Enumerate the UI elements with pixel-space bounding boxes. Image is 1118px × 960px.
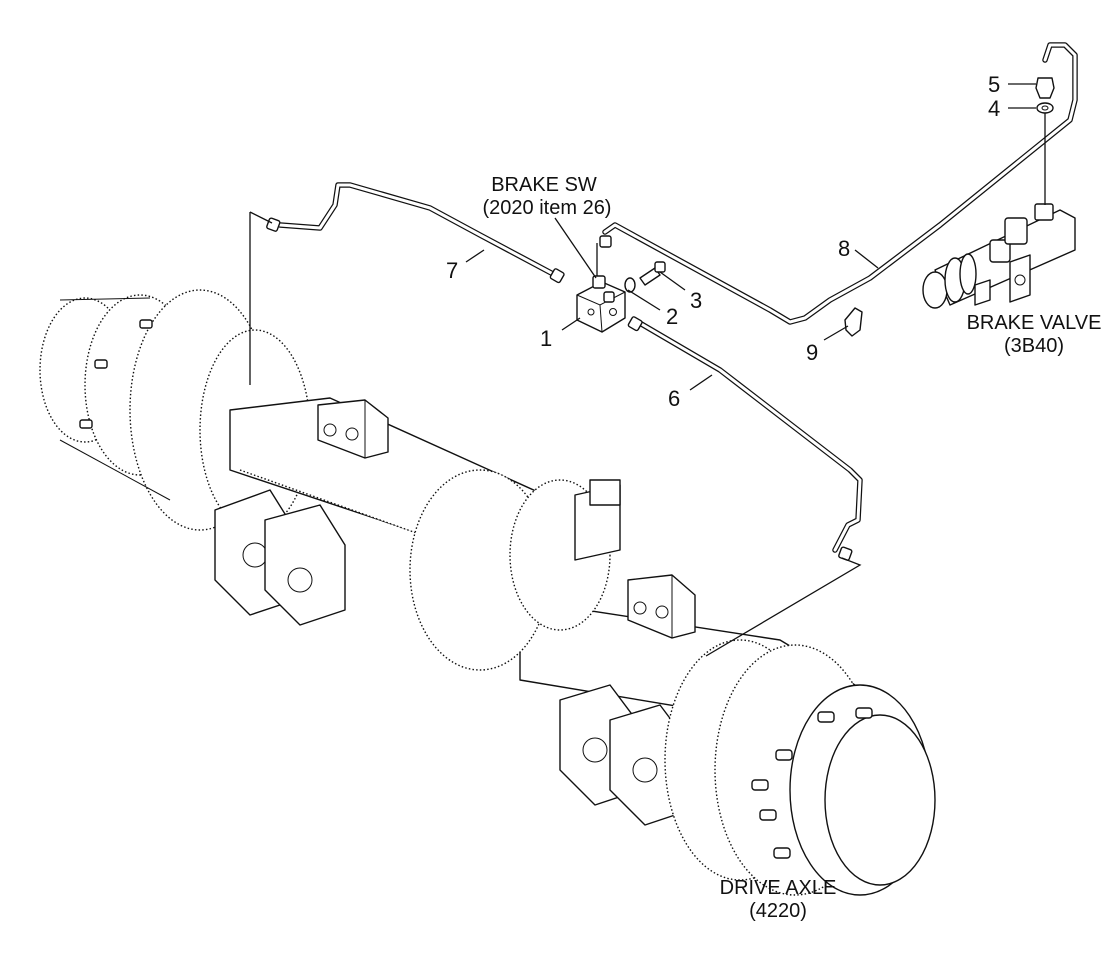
- item-number-8: 8: [838, 236, 850, 261]
- item-number-1: 1: [540, 326, 552, 351]
- drive-axle-drawing: [39, 289, 936, 896]
- brake-switch-title: BRAKE SW: [491, 174, 597, 196]
- brake-valve-reference: (3B40): [1004, 335, 1064, 357]
- brake-pipe-6: [635, 319, 863, 553]
- pipe-fittings: [266, 77, 1055, 561]
- item-number-2: 2: [666, 304, 678, 329]
- drive-axle-reference: (4220): [749, 900, 807, 922]
- item-number-3: 3: [690, 288, 702, 313]
- item-number-9: 9: [806, 340, 818, 365]
- item-number-7: 7: [446, 258, 458, 283]
- brake-valve-drawing: [922, 203, 1076, 309]
- leader-lines: [249, 83, 1046, 657]
- brake-valve-title: BRAKE VALVE: [967, 312, 1102, 334]
- drive-axle-title: DRIVE AXLE: [720, 877, 837, 899]
- brake-switch-block: [576, 275, 626, 333]
- item-number-5: 5: [988, 72, 1000, 97]
- item-number-4: 4: [988, 96, 1000, 121]
- brake-switch-reference: (2020 item 26): [483, 197, 612, 219]
- item-number-6: 6: [668, 386, 680, 411]
